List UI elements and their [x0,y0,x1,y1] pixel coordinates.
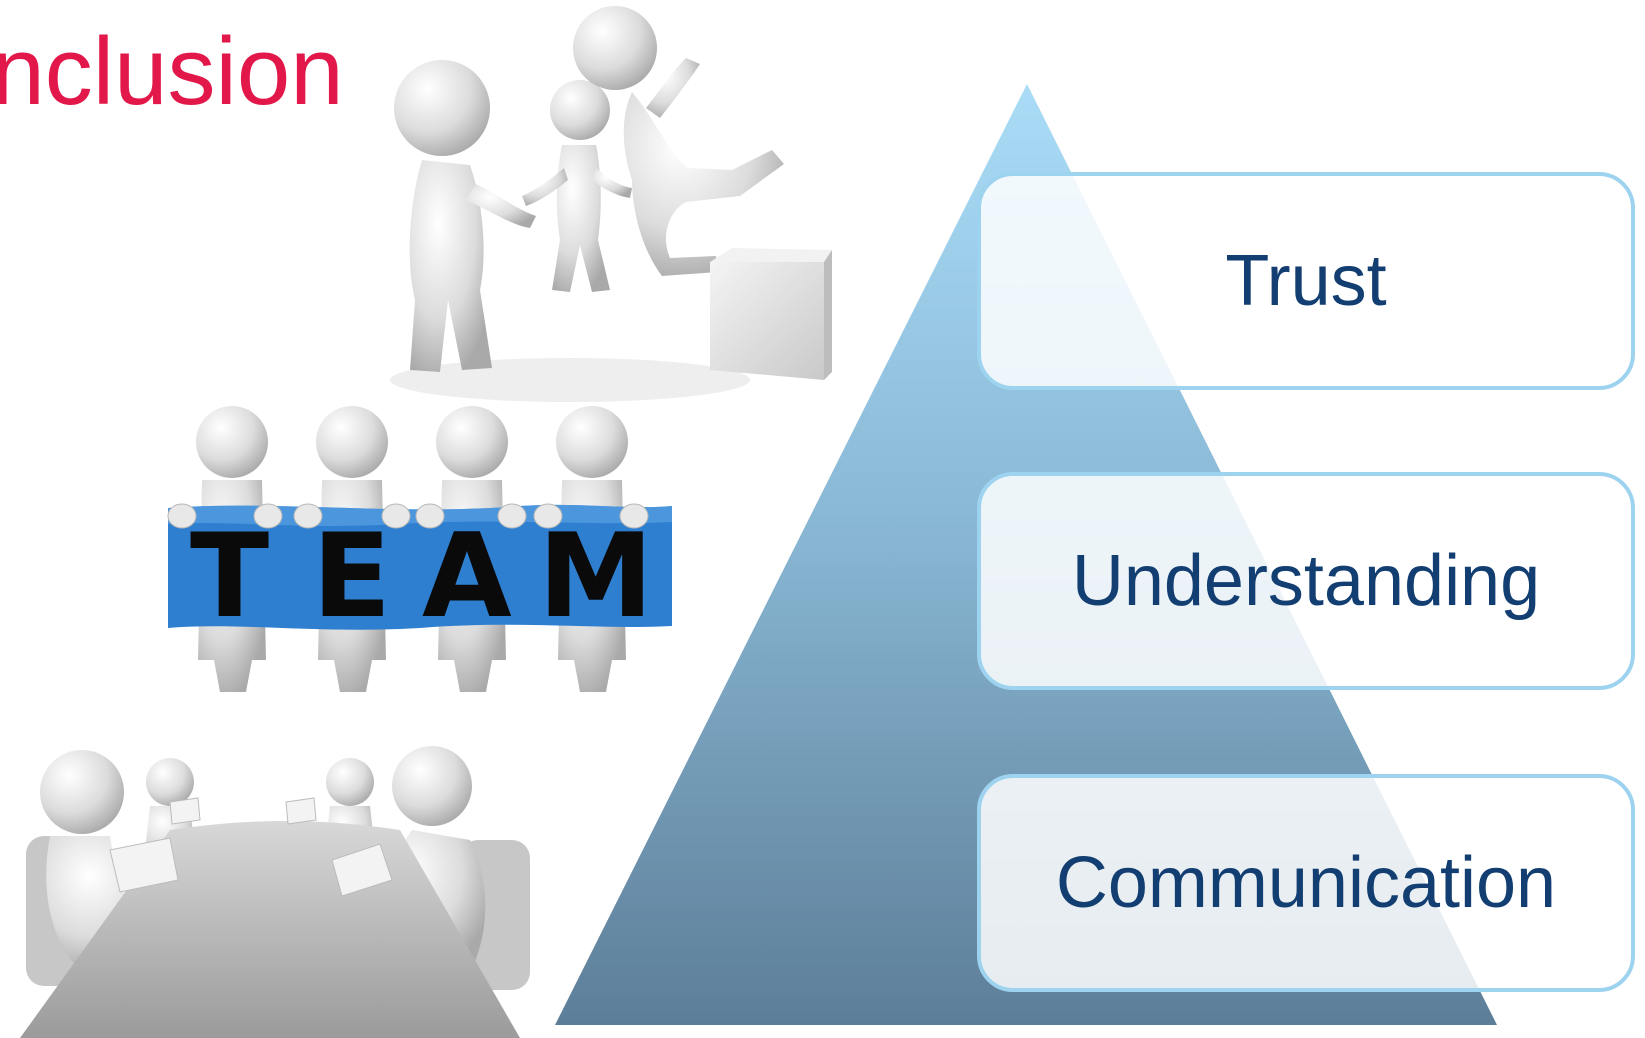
meeting-table-icon [20,746,530,1038]
slide-title: onclusion [0,18,344,125]
team-letter: M [538,509,653,644]
pyramid-level-communication: Communication [977,774,1635,992]
pyramid-level-label: Understanding [1071,541,1541,621]
pyramid-level-label: Trust [1225,241,1387,321]
team-letter: T [190,509,269,644]
pyramid-level-label: Communication [1055,843,1557,923]
team-banner-icon: T E A M [167,406,672,692]
pyramid-level-understanding: Understanding [977,472,1635,690]
team-letter: A [422,509,512,644]
team-letter: E [312,509,391,644]
stick-figures-pushing-icon [390,6,832,402]
pyramid-level-trust: Trust [977,172,1635,390]
